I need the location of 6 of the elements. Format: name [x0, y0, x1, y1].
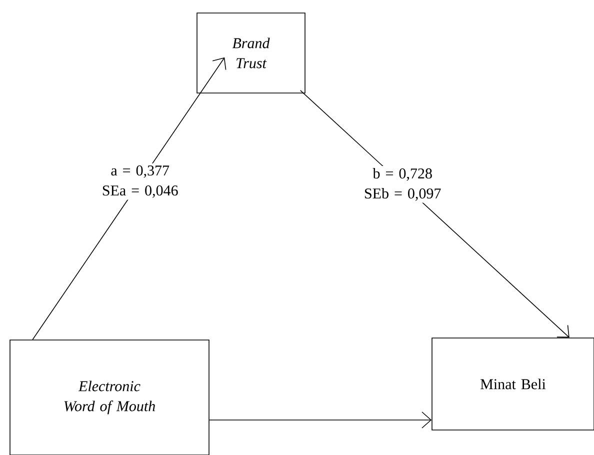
construct-box: Minat Beli	[432, 338, 594, 430]
edge-label: b = 0,728 SEb = 0,097	[365, 168, 441, 201]
construct-box: Electronic Word of Mouth	[10, 340, 210, 455]
edge-label: a = 0,377 SEa = 0,046	[102, 165, 178, 198]
arrow	[209, 412, 432, 428]
construct-box: Brand Trust	[196, 12, 306, 94]
